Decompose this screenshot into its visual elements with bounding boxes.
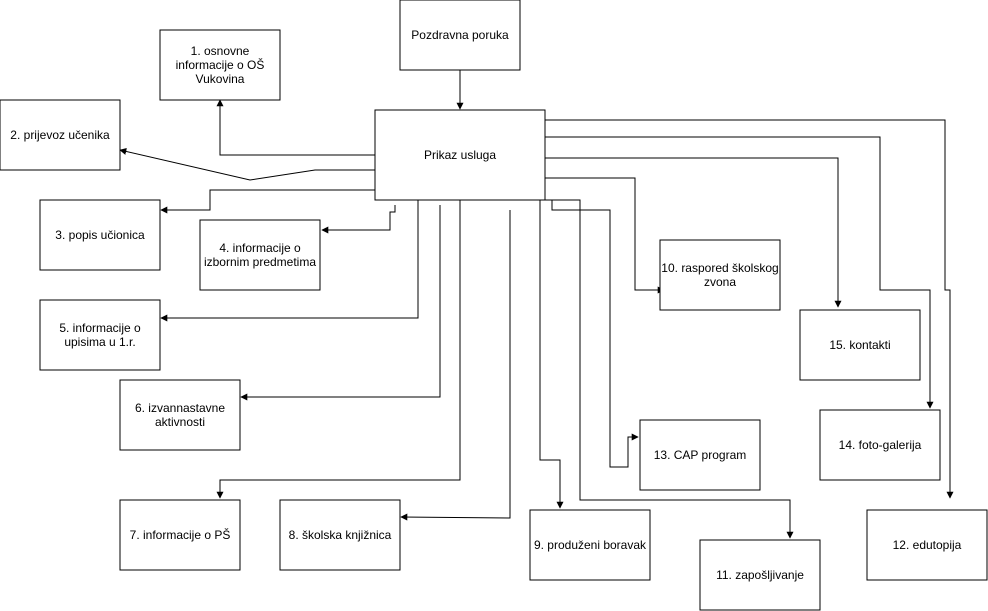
node-produzeni-boravak[interactable]: 9. produženi boravak <box>529 509 651 581</box>
node-label: 9. produženi boravak <box>534 538 647 552</box>
node-label-line: informacije o OŠ <box>176 57 265 72</box>
node-label-line: 5. informacije o <box>59 321 141 335</box>
node-label-line: 4. informacije o <box>219 241 301 255</box>
node-label: 15. kontakti <box>829 338 890 352</box>
node-label-line: aktivnosti <box>155 415 205 429</box>
node-foto-galerija[interactable]: 14. foto-galerija <box>819 409 941 481</box>
edge-hub-n9 <box>539 200 564 509</box>
node-label-line: 10. raspored školskog <box>661 261 778 275</box>
node-kontakti[interactable]: 15. kontakti <box>799 309 921 381</box>
edge-hub-n10 <box>545 177 665 294</box>
connectors <box>119 70 954 539</box>
node-label: 3. popis učionica <box>55 228 145 242</box>
node-label-line: 3. popis učionica <box>55 228 145 242</box>
node-informacije-ps[interactable]: 7. informacije o PŠ <box>119 499 241 571</box>
node-pozdravna-poruka[interactable]: Pozdravna poruka <box>399 0 521 71</box>
node-cap-program[interactable]: 13. CAP program <box>639 419 761 491</box>
node-label: 12. edutopija <box>893 538 962 552</box>
node-label: Prikaz usluga <box>424 148 496 162</box>
node-popis-ucionica[interactable]: 3. popis učionica <box>39 199 161 271</box>
node-label-line: Prikaz usluga <box>424 148 496 162</box>
edge-hub-n6 <box>240 205 441 401</box>
edge-hub-n3 <box>160 189 375 214</box>
node-label-line: 6. izvannastavne <box>135 401 225 415</box>
node-label-line: zvona <box>704 275 736 289</box>
edge-hub-n11 <box>545 199 794 539</box>
edge-hub-n13 <box>551 200 639 468</box>
node-label-line: 13. CAP program <box>654 448 747 462</box>
node-skolska-knjiznica[interactable]: 8. školska knjižnica <box>279 499 401 571</box>
edge-hub-n1 <box>216 99 375 156</box>
node-label-line: izbornim predmetima <box>204 255 316 269</box>
node-label: 14. foto-galerija <box>839 438 922 452</box>
node-label-line: 7. informacije o PŠ <box>130 527 231 542</box>
node-label: Pozdravna poruka <box>411 28 509 42</box>
node-edutopija[interactable]: 12. edutopija <box>866 509 988 581</box>
node-label: 13. CAP program <box>654 448 747 462</box>
node-prijevoz-ucenika[interactable]: 2. prijevoz učenika <box>0 99 121 171</box>
node-label-line: 2. prijevoz učenika <box>10 128 110 142</box>
node-label: 2. prijevoz učenika <box>10 128 110 142</box>
node-label-line: 8. školska knjižnica <box>289 528 392 542</box>
node-label-line: 15. kontakti <box>829 338 890 352</box>
node-label-line: 1. osnovne <box>191 44 250 58</box>
node-label-line: 14. foto-galerija <box>839 438 922 452</box>
edge-hub-n4 <box>321 205 396 234</box>
edge-hub-n12 <box>545 119 954 499</box>
edge-hub-n7 <box>216 200 461 499</box>
node-zaposljivanje[interactable]: 11. zapošljivanje <box>699 539 821 611</box>
node-label-line: 11. zapošljivanje <box>716 568 804 582</box>
node-label-line: upisima u 1.r. <box>64 335 135 349</box>
edge-hub-n15 <box>545 157 842 308</box>
node-label: 7. informacije o PŠ <box>130 527 231 542</box>
node-label-line: Vukovina <box>196 72 245 86</box>
node-label-line: 9. produženi boravak <box>534 538 647 552</box>
node-prikaz-usluga[interactable]: Prikaz usluga <box>374 109 546 201</box>
node-label-line: 12. edutopija <box>893 538 962 552</box>
edge-hub-n5 <box>160 200 419 322</box>
edge-hub-n2 <box>119 148 375 181</box>
node-label: 11. zapošljivanje <box>716 568 804 582</box>
edge-hub-n14 <box>545 136 934 409</box>
edge-hub-n8 <box>400 210 511 521</box>
node-label: 8. školska knjižnica <box>289 528 392 542</box>
node-label-line: Pozdravna poruka <box>411 28 509 42</box>
